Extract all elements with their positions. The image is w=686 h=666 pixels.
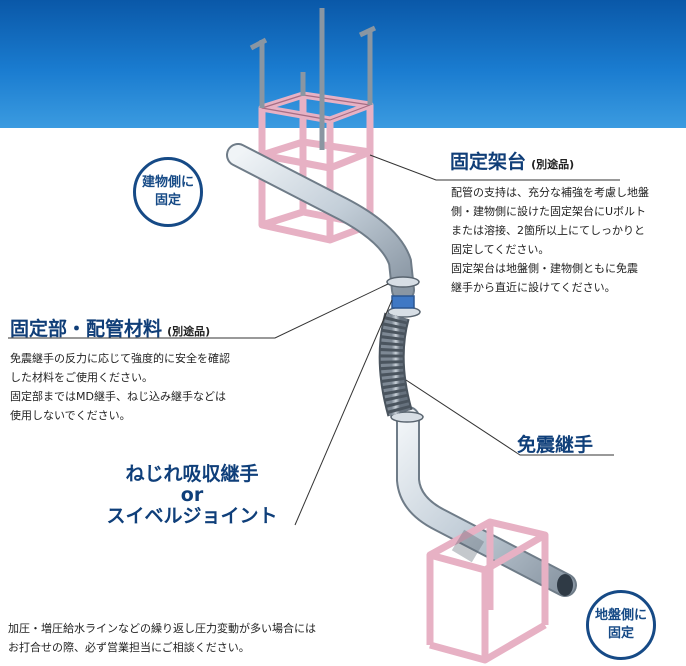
fixed-stand-desc-line: または溶接、2箇所以上にてしっかりと <box>451 224 645 237</box>
building-side-badge: 建物側に 固定 <box>133 157 203 227</box>
twist-joint-line1: ねじれ吸収継手 <box>125 463 259 485</box>
fixed-stand-description: 配管の支持は、充分な補強を考慮し地盤 側・建物側に設けた固定架台にUボルト また… <box>451 183 649 297</box>
fixed-stand-desc-line: 固定してください。 <box>451 243 550 256</box>
footer-note: 加圧・増圧給水ラインなどの繰り返し圧力変動が多い場合には お打合せの際、必ず営業… <box>8 619 316 657</box>
fixed-stand-desc-line: 配管の支持は、充分な補強を考慮し地盤 <box>451 186 649 199</box>
fixed-stand-suffix: (別途品) <box>531 158 575 171</box>
ground-fixed-stand <box>426 518 549 664</box>
flanges <box>386 276 424 423</box>
pipe-run <box>226 143 577 597</box>
twist-joint-label: ねじれ吸収継手 or スイベルジョイント <box>92 464 292 527</box>
fixing-parts-heading: 固定部・配管材料 (別途品) <box>10 314 210 341</box>
fixing-parts-desc-line: した材料をご使用ください。 <box>10 371 153 384</box>
pipe-end <box>557 574 573 596</box>
twist-joint-or: or <box>180 484 204 506</box>
building-side-line2: 固定 <box>154 193 181 208</box>
fixing-parts-desc-line: 免震継手の反力に応じて強度的に安全を確認 <box>10 352 230 365</box>
fixed-stand-desc-line: 固定架台は地盤側・建物側ともに免震 <box>451 262 638 275</box>
fixing-parts-suffix: (別途品) <box>167 325 211 338</box>
footer-line: 加圧・増圧給水ラインなどの繰り返し圧力変動が多い場合には <box>8 622 316 635</box>
fixed-stand-desc-line: 継手から直近に設けてください。 <box>451 281 616 294</box>
building-side-line1: 建物側に <box>141 175 194 190</box>
seismic-joint-label: 免震継手 <box>517 434 594 456</box>
fixing-parts-title: 固定部・配管材料 <box>10 318 163 340</box>
leader-lines <box>8 154 620 526</box>
fixed-stand-title: 固定架台 <box>450 151 527 173</box>
fixed-stand-desc-line: 側・建物側に設けた固定架台にUボルト <box>451 205 647 218</box>
footer-line: お打合せの際、必ず営業担当にご相談ください。 <box>8 641 250 654</box>
ground-side-line2: 固定 <box>607 626 634 641</box>
building-posts <box>249 8 377 150</box>
fixing-parts-desc-line: 使用しないでください。 <box>10 409 131 422</box>
fixing-parts-desc-line: 固定部まではMD継手、ねじ込み継手などは <box>10 390 226 403</box>
seismic-hose <box>378 312 413 417</box>
ground-side-line1: 地盤側に <box>594 608 647 623</box>
fixed-stand-heading: 固定架台 (別途品) <box>450 147 574 174</box>
blue-header-band <box>0 0 686 128</box>
ground-side-badge: 地盤側に 固定 <box>586 590 656 660</box>
fixing-parts-description: 免震継手の反力に応じて強度的に安全を確認 した材料をご使用ください。 固定部まで… <box>10 349 230 425</box>
twist-joint-line3: スイベルジョイント <box>106 505 278 527</box>
